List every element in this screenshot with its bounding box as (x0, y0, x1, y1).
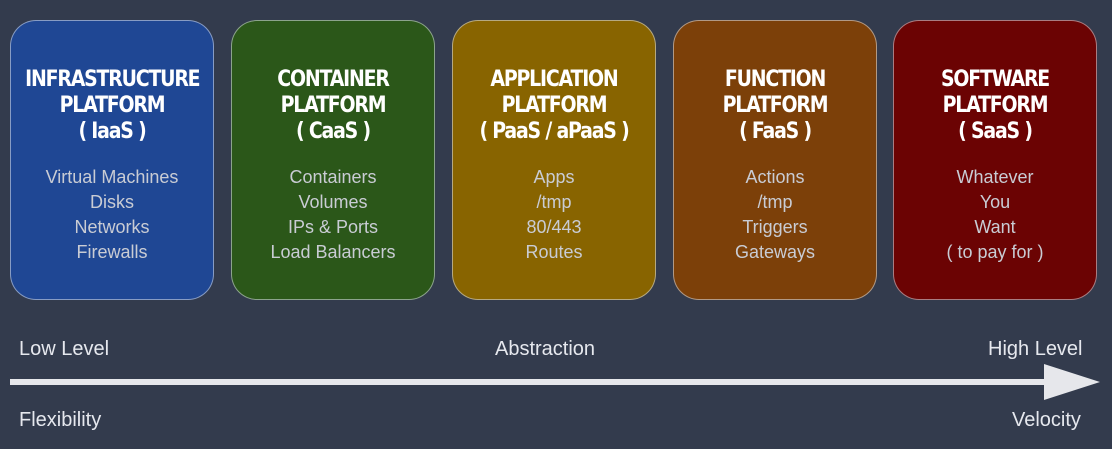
card-title-line: SOFTWARE (940, 67, 1050, 92)
card-items: Virtual Machines Disks Networks Firewall… (11, 165, 213, 265)
card-item: Want (974, 217, 1016, 237)
card-items: Containers Volumes IPs & Ports Load Bala… (232, 165, 434, 265)
card-title: INFRASTRUCTURE PLATFORM ( IaaS ) (25, 67, 200, 145)
card-item: Load Balancers (270, 242, 396, 262)
card-item: Whatever (956, 167, 1034, 187)
card-item: Triggers (742, 217, 808, 237)
flexibility-label: Flexibility (19, 409, 102, 431)
card-item: /tmp (536, 192, 572, 212)
card-item: 80/443 (526, 217, 582, 237)
card-title-line: PLATFORM (59, 93, 166, 118)
abstraction-arrow (10, 364, 1100, 400)
card-item: You (979, 192, 1011, 212)
high-level-label: High Level (988, 338, 1083, 360)
card-item: /tmp (757, 192, 793, 212)
card-item: Containers (289, 167, 377, 187)
card-title-line: APPLICATION (490, 67, 618, 92)
arrow-head (1044, 364, 1100, 400)
abstraction-label: Abstraction (495, 338, 596, 360)
card-title-line: CONTAINER (277, 67, 390, 92)
card-item: Networks (74, 217, 150, 237)
card-items: Actions /tmp Triggers Gateways (674, 165, 876, 265)
card-title: SOFTWARE PLATFORM ( SaaS ) (908, 67, 1082, 145)
card-title-line: ( PaaS / aPaaS ) (479, 119, 629, 144)
card-title: FUNCTION PLATFORM ( FaaS ) (688, 67, 862, 145)
card-item: Actions (745, 167, 805, 187)
platform-card-function: FUNCTION PLATFORM ( FaaS ) Actions /tmp … (673, 20, 877, 300)
card-title-line: INFRASTRUCTURE (25, 67, 200, 92)
card-item: Routes (525, 242, 583, 262)
platform-card-software: SOFTWARE PLATFORM ( SaaS ) Whatever You … (893, 20, 1097, 300)
card-title-line: ( IaaS ) (78, 119, 146, 144)
card-item: ( to pay for ) (946, 242, 1044, 262)
card-item: Virtual Machines (45, 167, 179, 187)
platform-card-infrastructure: INFRASTRUCTURE PLATFORM ( IaaS ) Virtual… (10, 20, 214, 300)
card-item: Firewalls (76, 242, 148, 262)
card-items: Apps /tmp 80/443 Routes (453, 165, 655, 265)
card-title-line: FUNCTION (724, 67, 826, 92)
card-item: Disks (90, 192, 134, 212)
platform-card-container: CONTAINER PLATFORM ( CaaS ) Containers V… (231, 20, 435, 300)
card-item: Volumes (298, 192, 368, 212)
card-item: Apps (533, 167, 575, 187)
low-level-label: Low Level (19, 338, 110, 360)
card-title-line: PLATFORM (722, 93, 829, 118)
platform-card-application: APPLICATION PLATFORM ( PaaS / aPaaS ) Ap… (452, 20, 656, 300)
card-title-line: ( FaaS ) (739, 119, 812, 144)
card-item: Gateways (734, 242, 816, 262)
arrow-shaft (10, 379, 1050, 385)
card-title: APPLICATION PLATFORM ( PaaS / aPaaS ) (467, 67, 641, 145)
card-title-line: PLATFORM (501, 93, 608, 118)
card-title-line: PLATFORM (280, 93, 387, 118)
card-title-line: PLATFORM (942, 93, 1049, 118)
card-title-line: ( CaaS ) (296, 119, 371, 144)
card-title-line: ( SaaS ) (958, 119, 1033, 144)
card-title: CONTAINER PLATFORM ( CaaS ) (246, 67, 420, 145)
card-item: IPs & Ports (287, 217, 379, 237)
velocity-label: Velocity (1012, 409, 1081, 431)
card-items: Whatever You Want ( to pay for ) (894, 165, 1096, 265)
